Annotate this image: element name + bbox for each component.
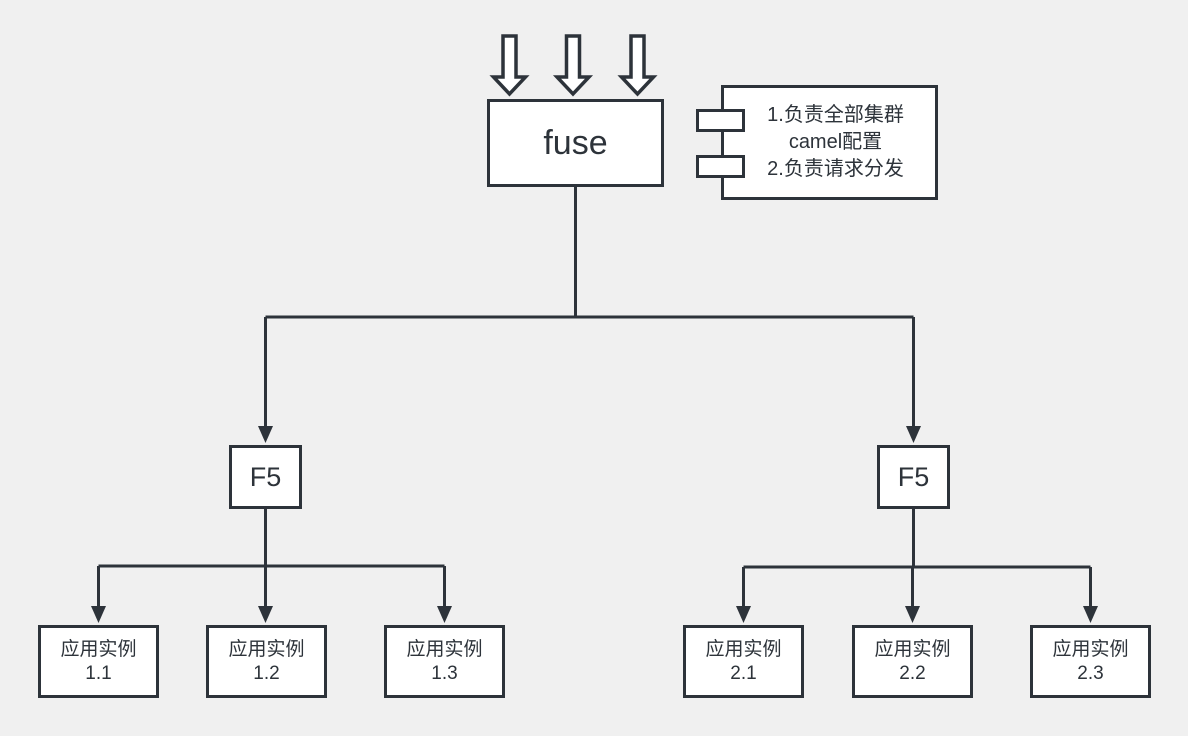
- instance-title: 应用实例: [406, 638, 483, 660]
- arrowhead: [1083, 606, 1098, 623]
- node-fuse-label: fuse: [543, 123, 608, 162]
- arrowhead: [91, 606, 106, 623]
- arrowhead: [736, 606, 751, 623]
- arrowhead: [905, 606, 920, 623]
- instance-id: 2.3: [1077, 662, 1104, 684]
- note-line-2: camel配置: [788, 131, 883, 153]
- arrowhead: [258, 426, 273, 443]
- node-f5-left: F5: [229, 445, 302, 509]
- node-instance-1-2: 应用实例 1.2: [206, 625, 327, 698]
- inbound-arrow-icon: [489, 34, 530, 97]
- instance-title: 应用实例: [60, 638, 137, 660]
- node-f5-right: F5: [877, 445, 950, 509]
- node-f5-left-label: F5: [249, 461, 282, 492]
- inbound-arrow-icon: [552, 34, 594, 97]
- instance-title: 应用实例: [1052, 638, 1129, 660]
- node-instance-1-3: 应用实例 1.3: [384, 625, 505, 698]
- instance-title: 应用实例: [228, 638, 305, 660]
- node-instance-2-1: 应用实例 2.1: [683, 625, 804, 698]
- node-instance-2-2: 应用实例 2.2: [852, 625, 973, 698]
- note-line-3: 2.负责请求分发: [767, 158, 904, 180]
- instance-id: 2.1: [730, 662, 757, 684]
- node-instance-1-1: 应用实例 1.1: [38, 625, 159, 698]
- node-fuse: fuse: [487, 99, 664, 187]
- node-f5-right-label: F5: [897, 461, 930, 492]
- instance-title: 应用实例: [705, 638, 782, 660]
- component-tab-icon: [696, 155, 745, 178]
- inbound-arrow-icon: [617, 34, 658, 97]
- arrowhead: [437, 606, 452, 623]
- instance-title: 应用实例: [874, 638, 951, 660]
- arrowhead: [258, 606, 273, 623]
- component-tab-icon: [696, 109, 745, 132]
- instance-id: 1.3: [431, 662, 458, 684]
- instance-id: 1.2: [253, 662, 280, 684]
- node-instance-2-3: 应用实例 2.3: [1030, 625, 1151, 698]
- instance-id: 2.2: [899, 662, 926, 684]
- instance-id: 1.1: [85, 662, 112, 684]
- arrowhead: [906, 426, 921, 443]
- note-component: 1.负责全部集群 camel配置 2.负责请求分发: [721, 85, 938, 200]
- note-line-1: 1.负责全部集群: [767, 104, 904, 126]
